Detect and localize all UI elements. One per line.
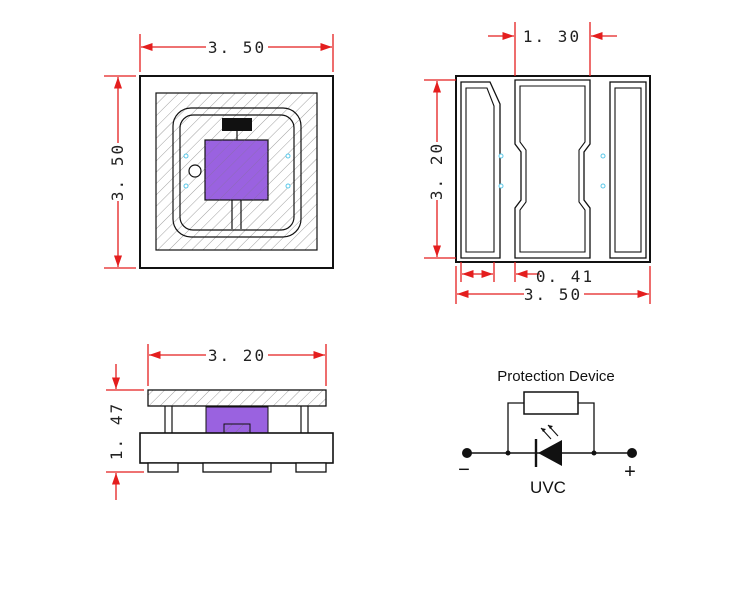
- top-inner-ring-outer: [172, 107, 302, 238]
- top-view: 3. 50 3. 50: [104, 34, 334, 269]
- side-pad-right: [295, 462, 327, 473]
- plus-sign: +: [624, 461, 636, 483]
- circuit-schematic: Protection Device UVC − +: [458, 368, 637, 497]
- dim-side-height: 1. 47: [107, 402, 126, 460]
- bottom-body-outline: [455, 75, 651, 263]
- bottom-pad-center: [514, 79, 591, 259]
- polarity-mark: [188, 164, 202, 178]
- uvc-label: UVC: [530, 478, 566, 497]
- via-dot: [600, 153, 606, 159]
- via-dot: [183, 153, 189, 159]
- minus-sign: −: [458, 459, 470, 481]
- dim-top-height: 3. 50: [108, 143, 127, 201]
- dim-pad-gap: 1. 30: [523, 27, 581, 46]
- circuit-terminal-plus: [627, 448, 637, 458]
- side-pad-center: [202, 462, 272, 473]
- uvc-chip-hatch: [205, 140, 268, 200]
- circuit-junction: [505, 450, 511, 456]
- side-ceramic-base: [139, 432, 334, 464]
- via-dot: [498, 183, 504, 189]
- side-pad-left: [147, 462, 179, 473]
- protection-device-label: Protection Device: [497, 368, 615, 385]
- dim-top-width: 3. 50: [208, 38, 266, 57]
- circuit-terminal-minus: [462, 448, 472, 458]
- side-chip-submount: [223, 423, 251, 434]
- uvc-led-diode-symbol: [538, 440, 562, 466]
- bottom-pad-left: [460, 81, 501, 259]
- via-dot: [285, 153, 291, 159]
- dim-bottom-height: 3. 20: [427, 142, 446, 200]
- dim-bottom-width: 3. 50: [524, 285, 582, 304]
- via-dot: [600, 183, 606, 189]
- top-inner-ring-inner: [179, 114, 295, 231]
- via-dot: [498, 153, 504, 159]
- circuit-junction: [591, 450, 597, 456]
- zener-chip: [222, 118, 252, 131]
- side-lens-hatched: [147, 389, 327, 407]
- bottom-view: 1. 30 3. 20 0. 41 3. 50: [424, 22, 651, 304]
- via-dot: [183, 183, 189, 189]
- via-dot: [285, 183, 291, 189]
- dim-side-width: 3. 20: [208, 346, 266, 365]
- protection-device-symbol: [523, 391, 579, 415]
- side-view: 3. 20 1. 47: [106, 344, 334, 500]
- dim-pad-width: 0. 41: [536, 267, 594, 286]
- bottom-pad-right: [609, 81, 647, 259]
